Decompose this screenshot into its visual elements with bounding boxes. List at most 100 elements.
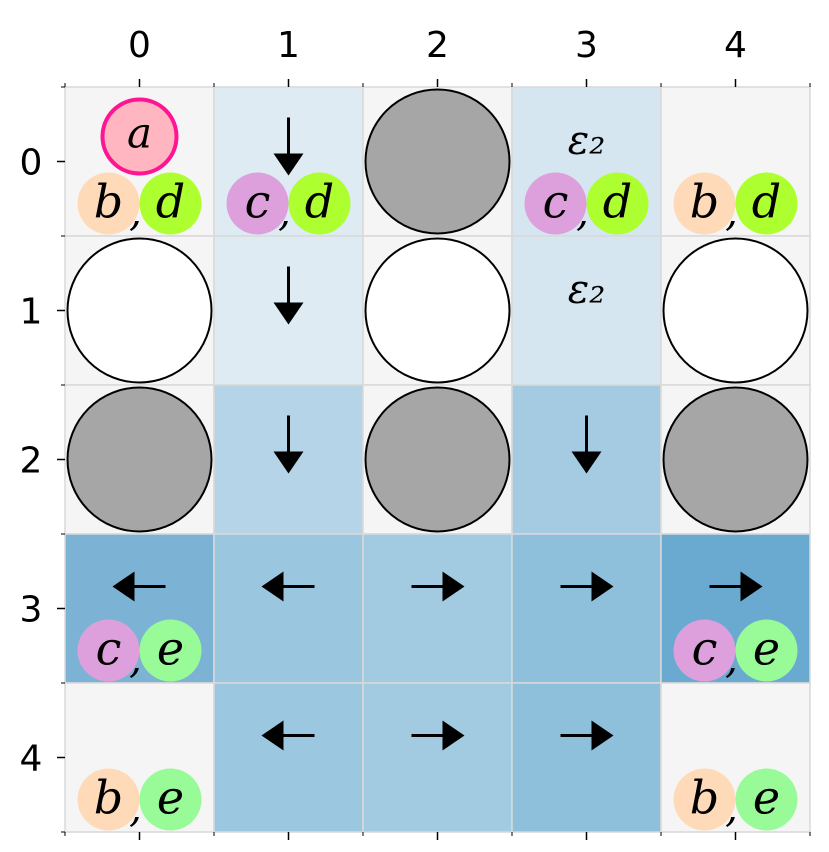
label-circle-e [139,768,202,831]
arrow-head [740,571,763,602]
pair-separator: , [725,637,738,683]
arrow-right-icon [411,720,465,751]
pair-right-label: d [603,175,632,229]
arrow-head [273,451,304,474]
x-tick-label: 2 [426,25,449,66]
arrow-left-icon [112,571,166,602]
pair-separator: , [725,190,738,236]
arrow-right-icon [560,571,614,602]
pair-left-label: c [543,175,569,229]
arrow-head [591,571,614,602]
pair-left-label: b [94,771,123,825]
arrow-head [112,571,135,602]
y-tick-label: 0 [20,143,43,184]
label-circle-c [673,619,736,682]
arrow-right-icon [411,571,465,602]
wall-circle [66,386,213,533]
agent-marker [100,97,179,176]
label-circle-b [77,768,140,831]
arrow-head [273,302,304,325]
cell-label: ε₂ [568,267,606,313]
pair-right-label: e [157,622,184,676]
pair-right-label: d [305,175,334,229]
x-tick-label: 4 [724,25,747,66]
arrow-head [591,720,614,751]
arrow-down-icon [571,415,602,474]
pair-left-label: b [690,771,719,825]
arrow-head [273,153,304,176]
arrow-head [442,720,465,751]
arrow-left-icon [261,571,315,602]
x-tick-label: 0 [128,25,151,66]
arrow-head [261,571,284,602]
cell-label: ε₂ [568,118,606,164]
pair-separator: , [129,786,142,832]
grid-cell-r4-c1 [213,682,364,833]
arrow-down-icon [273,117,304,176]
label-circle-c [226,172,289,235]
pair-right-label: d [752,175,781,229]
empty-circle [66,237,213,384]
pair-right-label: d [156,175,185,229]
wall-circle [662,386,809,533]
pair-left-label: c [245,175,271,229]
pair-right-label: e [753,622,780,676]
label-pair: b, e [673,768,798,832]
pair-right-label: e [753,771,780,825]
label-circle-d [288,172,351,235]
empty-circle [364,237,511,384]
pair-separator: , [129,637,142,683]
grid-cell-r4-c3 [511,682,662,833]
y-tick-label: 3 [20,590,43,631]
arrow-head [571,451,602,474]
arrow-right-icon [560,720,614,751]
label-pair: b, e [77,768,202,832]
y-tick-label: 4 [20,739,43,780]
arrow-left-icon [261,720,315,751]
x-tick-label: 1 [277,25,300,66]
label-circle-d [735,172,798,235]
label-pair: b, d [673,172,798,236]
label-circle-c [77,619,140,682]
arrow-head [261,720,284,751]
axes: 0 1 2 3 4 0 1 2 3 4 [20,25,811,840]
label-pair: b, d [77,172,202,236]
wall-circle [364,386,511,533]
pair-left-label: c [692,622,718,676]
y-tick-label: 2 [20,441,43,482]
label-pair: c, e [673,619,798,683]
arrow-right-icon [709,571,763,602]
label-circle-b [673,172,736,235]
wall-circle [364,88,511,235]
pair-right-label: e [157,771,184,825]
y-tick-label: 1 [20,292,43,333]
grid-cell-r3-c2 [362,533,513,684]
pair-left-label: b [690,175,719,229]
label-circle-c [524,172,587,235]
label-pair: c,d [226,172,351,236]
arrow-head [442,571,465,602]
grid-cell-r2-c3 [511,384,662,535]
agent-label: a [127,109,152,158]
label-circle-d [586,172,649,235]
label-circle-e [735,768,798,831]
label-circle-d [139,172,202,235]
arrow-down-icon [273,415,304,474]
grid-cell-r4-c2 [362,682,513,833]
empty-circle [662,237,809,384]
label-pair: c, d [524,172,649,236]
pair-left-label: b [94,175,123,229]
pair-separator: , [725,786,738,832]
pair-separator: , [129,190,142,236]
arrow-down-icon [273,266,304,325]
pair-separator: , [576,190,589,236]
x-tick-label: 3 [575,25,598,66]
label-circle-e [139,619,202,682]
grid-cell-r3-c3 [511,533,662,684]
label-circle-e [735,619,798,682]
label-pair: c, e [77,619,202,683]
pair-left-label: c [96,622,122,676]
label-circle-b [77,172,140,235]
